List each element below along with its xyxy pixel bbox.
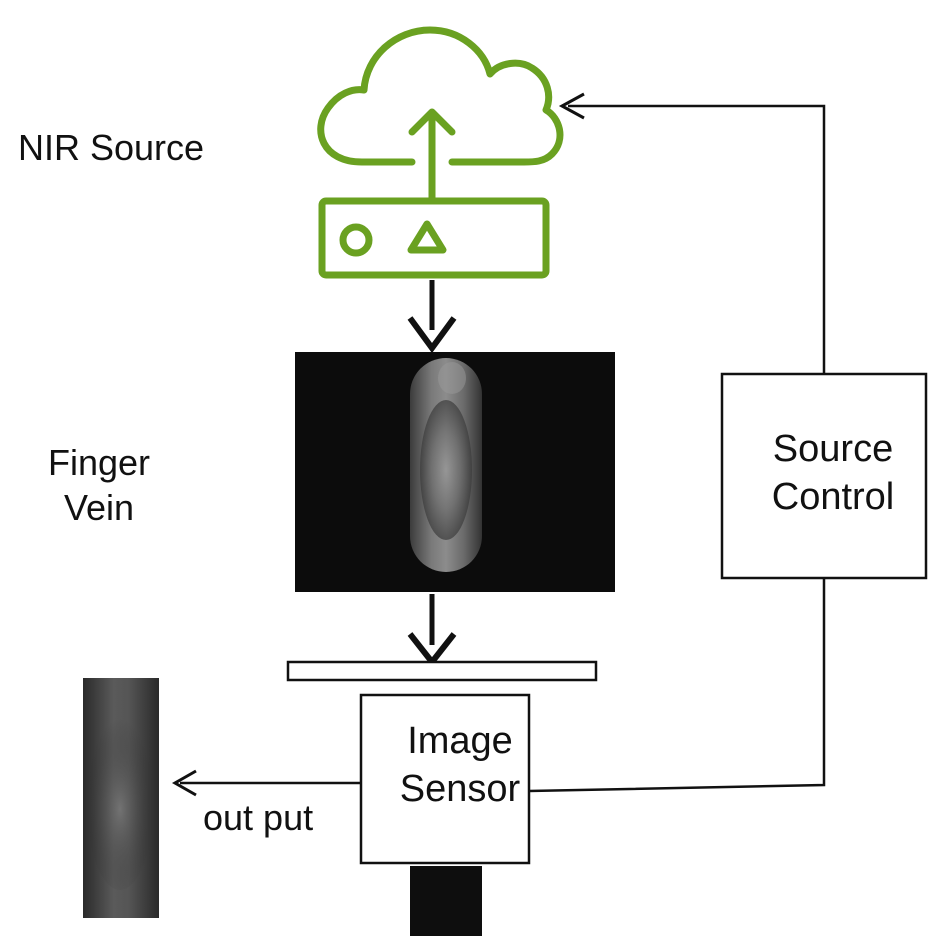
source-control-box: [720, 372, 928, 580]
finger-vein-label-line1: Finger: [48, 442, 151, 483]
image-sensor-box: [359, 693, 531, 865]
arrow-nir-to-finger: [407, 280, 457, 354]
nir-source-label: NIR Source: [18, 127, 205, 168]
finger-vein-image: [295, 352, 615, 592]
output-vein-image: [83, 678, 159, 918]
source-control-label-line2: Control: [771, 475, 895, 518]
finger-vein-label: Finger Vein: [48, 440, 150, 530]
source-control-label-line1: Source: [772, 428, 894, 470]
output-label: out put: [203, 797, 314, 838]
control-feedback-line: [528, 104, 826, 793]
image-sensor-label-line2: Sensor: [399, 767, 521, 810]
image-sensor-label: Image Sensor: [380, 718, 540, 813]
nir-source-icon: [317, 26, 564, 279]
finger-vein-label-line2: Vein: [63, 487, 135, 528]
source-control-label: Source Control: [722, 426, 944, 521]
arrow-finger-to-filter: [407, 594, 457, 667]
image-sensor-label-line1: Image: [407, 720, 513, 762]
sensor-base: [410, 866, 482, 936]
arrow-to-nir-source: [558, 92, 585, 120]
filter-plate: [286, 660, 598, 682]
output-arrow: [171, 769, 361, 797]
